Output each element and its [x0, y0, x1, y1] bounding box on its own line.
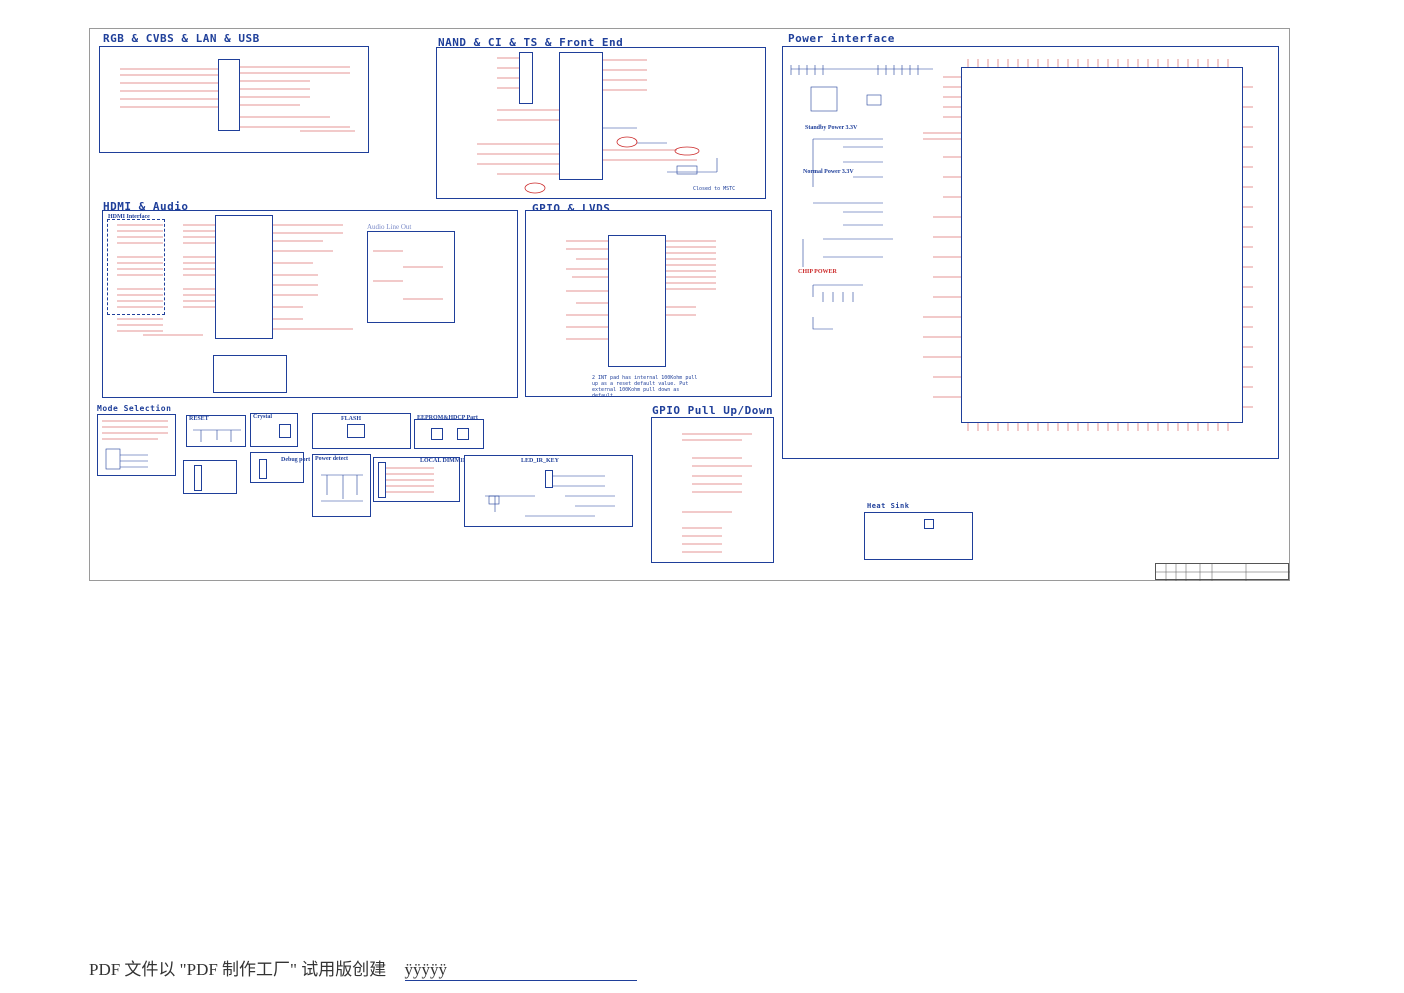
local-dimming-connector	[378, 462, 386, 498]
footer-text: PDF 文件以 "PDF 制作工厂" 试用版创建	[89, 960, 387, 979]
section-title-gpio-pull: GPIO Pull Up/Down	[652, 404, 774, 417]
ic-hdmi-audio	[215, 215, 273, 339]
pdf-footer: PDF 文件以 "PDF 制作工厂" 试用版创建 ÿÿÿÿÿ	[89, 955, 637, 981]
block-local-dimming: LOCAL DIMMING	[373, 457, 472, 502]
mode-connector	[194, 465, 202, 491]
sub-title-led-ir-key: LED_IR_KEY	[521, 458, 560, 464]
title-block-grid	[1156, 564, 1290, 581]
block-crystal: Crystal	[250, 413, 298, 447]
local-dimming-wiring	[386, 467, 434, 493]
section-title-heat-sink: Heat Sink	[867, 502, 910, 510]
note-int-pad: 2 INT pad has internal 100Kohm pull up a…	[592, 375, 698, 399]
block-power-interface: Standby Power 3.3V Normal Power 3.3V CHI…	[782, 46, 1279, 459]
block-debug-port: Debug port	[250, 452, 310, 483]
section-title-nand: NAND & CI & TS & Front End	[438, 36, 624, 49]
mode-wiring	[102, 420, 168, 470]
block-eeprom-hdcp: EEPROM&HDCP Part	[414, 415, 484, 449]
rgb-wiring	[120, 66, 355, 132]
block-power-detect: Power detect	[312, 454, 371, 517]
hdmi-switch-block	[213, 355, 287, 393]
nand-wiring	[477, 57, 718, 194]
hdmi-connector-group	[107, 219, 165, 315]
heat-sink-symbol	[924, 519, 934, 529]
block-gpio-pull	[651, 417, 774, 563]
debug-connector	[259, 459, 267, 479]
audio-line-out-block	[367, 231, 455, 323]
ic-eeprom	[431, 428, 443, 440]
block-nand-ci-ts: Closed to MSTC	[436, 47, 766, 199]
block-led-ir-key: LED_IR_KEY	[464, 455, 633, 527]
led-ir-wiring	[485, 475, 615, 517]
ic-ci-connector	[519, 52, 533, 104]
ic-nand-interface	[559, 52, 603, 180]
sub-title-audio-line-out: Audio Line Out	[367, 223, 412, 231]
lvds-wiring	[566, 240, 716, 340]
sub-title-local-dimming: LOCAL DIMMING	[420, 458, 472, 464]
section-title-rgb: RGB & CVBS & LAN & USB	[103, 32, 260, 45]
sub-title-debug-port: Debug port	[281, 457, 311, 463]
note-closed-to-mstc: Closed to MSTC	[693, 186, 736, 192]
led-ir-connector	[545, 470, 553, 488]
section-title-power: Power interface	[788, 32, 895, 45]
reset-wiring	[193, 429, 241, 442]
block-reset: RESET	[186, 415, 246, 447]
title-block	[1155, 563, 1290, 581]
block-rgb-cvbs-lan-usb	[99, 46, 369, 153]
ic-lvds	[608, 235, 666, 367]
section-title-mode: Mode Selection	[97, 404, 172, 413]
block-heat-sink	[864, 512, 973, 560]
sub-title-power-detect: Power detect	[315, 456, 349, 462]
sub-title-normal-power: Normal Power 3.3V	[803, 169, 854, 175]
power-wiring	[790, 59, 1253, 431]
block-flash: FLASH	[312, 413, 411, 449]
ic-flash	[347, 424, 365, 438]
block-hdmi-audio: HDMI Interface Audio Line Out	[102, 210, 518, 398]
crystal-oscillator	[279, 424, 291, 438]
power-detect-wiring	[321, 474, 363, 502]
section-title-hdmi: HDMI & Audio	[103, 200, 189, 213]
gpio-pull-wiring	[682, 433, 752, 553]
sub-title-reset: RESET	[189, 416, 209, 422]
sub-title-flash: FLASH	[341, 416, 362, 422]
footer-mark: ÿÿÿÿÿ	[404, 960, 637, 981]
ic-main-soc	[961, 67, 1243, 423]
hdmi-wiring	[117, 224, 443, 336]
sub-title-hdmi-interface: HDMI Interface	[108, 214, 150, 220]
block-mode-selection	[97, 414, 176, 476]
sub-title-chip-power: CHIP POWER	[798, 269, 837, 275]
sub-title-crystal: Crystal	[253, 414, 272, 420]
sub-title-standby-power: Standby Power 3.3V	[805, 125, 858, 131]
schematic-sheet	[89, 28, 1290, 581]
ic-rgb-input	[218, 59, 240, 131]
ic-hdcp	[457, 428, 469, 440]
block-mode-connector	[183, 460, 237, 494]
sub-title-eeprom: EEPROM&HDCP Part	[417, 415, 478, 421]
block-gpio-lvds: 2 INT pad has internal 100Kohm pull up a…	[525, 210, 772, 399]
